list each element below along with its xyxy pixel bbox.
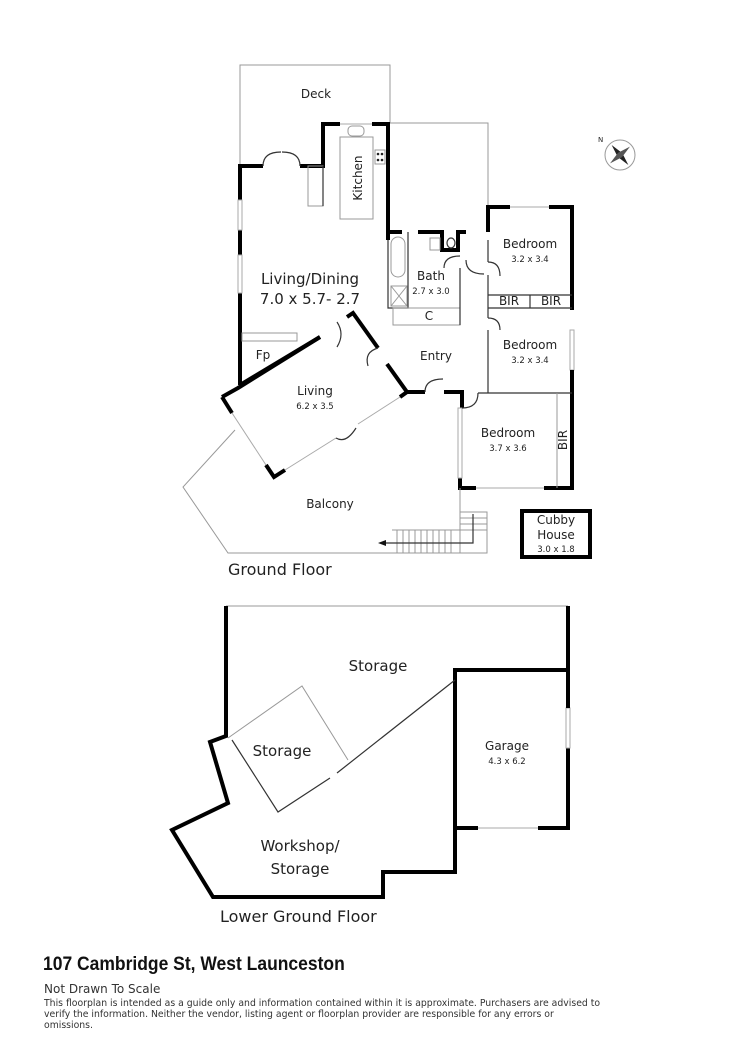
deck-outline [239,64,489,207]
room-dims-bedroom1: 3.2 x 3.4 [511,255,548,265]
window [357,396,401,425]
wall [169,606,478,899]
cubby-house [520,509,592,559]
room-dims-bedroom2: 3.2 x 3.4 [511,356,548,366]
door [335,427,357,441]
window [237,199,243,231]
wall [372,122,390,240]
room-label-bedroom2: Bedroom [503,338,557,352]
wall [385,362,410,399]
room-label-bedroom1: Bedroom [503,237,557,251]
door [424,378,444,393]
wall [220,395,234,415]
compass-rose-icon: N [598,136,636,171]
window [457,407,463,479]
room-label-living: Living [297,384,333,398]
room-dims-living: 6.2 x 3.5 [296,402,333,412]
floor-label-lower: Lower Ground Floor [220,907,377,926]
room-dims-cubby: 3.0 x 1.8 [537,545,574,555]
room-dims-garage: 4.3 x 6.2 [488,757,525,767]
lower-ground-floor-plan: Storage Storage Garage 4.3 x 6.2 Worksho… [169,605,571,926]
room-dims-living-dining: 7.0 x 5.7- 2.7 [260,290,360,308]
room-label-closet: C [425,309,433,323]
wall [336,679,456,774]
wall [486,205,510,232]
wall [544,370,574,490]
door [461,392,479,409]
door [262,151,301,167]
stairs-arrow [382,514,474,544]
room-dims-bedroom3: 3.7 x 3.6 [489,444,526,454]
window [565,707,571,749]
wall [444,390,464,408]
room-label-cubby: Cubby [537,513,575,527]
cooktop-icon [374,149,386,165]
room-label-kitchen: Kitchen [351,155,365,200]
wall [264,463,287,480]
room-dims-bath: 2.7 x 3.0 [412,287,449,297]
wall [238,164,263,385]
window [569,329,575,371]
disclaimer: This floorplan is intended as a guide on… [44,998,601,1031]
shower-icon [390,285,408,307]
door [443,255,485,275]
cooktop-burners [376,152,384,162]
room-label-entry: Entry [420,349,452,363]
wall [549,205,574,310]
property-address: 107 Cambridge St, West Launceston [43,954,345,975]
room-label-storage-small: Storage [253,742,312,760]
wall [227,685,349,761]
fireplace-hearth [241,332,298,342]
room-label-cubby: House [537,528,575,542]
scale-note: Not Drawn To Scale [44,982,161,996]
compass-label: N [598,136,603,144]
wall [231,739,331,813]
room-label-fireplace: Fp [256,348,271,362]
room-label-workshop: Workshop/ [260,837,340,855]
wall [418,230,466,252]
room-label-garage: Garage [485,739,529,753]
kitchen-bench [339,136,374,220]
door [336,321,379,367]
window [237,254,243,294]
floor-label-ground: Ground Floor [228,560,332,579]
sink-icon [347,125,365,137]
room-label-bir: BIR [556,430,570,450]
balcony-outline [182,429,488,554]
kitchen-bench [307,165,324,207]
wall [221,335,322,399]
room-label-workshop: Storage [271,860,330,878]
toilet-icon [446,237,456,249]
vanity-icon [429,237,441,251]
shower-icon [390,285,408,307]
window [231,412,267,466]
wall [345,310,380,350]
wall [538,730,570,830]
window [284,437,337,471]
arrow-head-icon [378,540,386,546]
room-label-deck: Deck [301,87,331,101]
door [487,261,501,331]
room-label-storage-main: Storage [349,657,408,675]
room-label-bedroom3: Bedroom [481,426,535,440]
ground-floor-plan: Deck Kitchen Living/Dining 7.0 x 5.7- 2.… [182,64,592,579]
wall [453,668,568,828]
room-label-bath: Bath [417,269,445,283]
room-label-bir: BIR [541,294,561,308]
wall [300,122,340,168]
room-label-living-dining: Living/Dining [261,270,359,288]
bathtub-icon [390,236,406,278]
room-label-balcony: Balcony [306,497,354,511]
room-label-bir: BIR [499,294,519,308]
